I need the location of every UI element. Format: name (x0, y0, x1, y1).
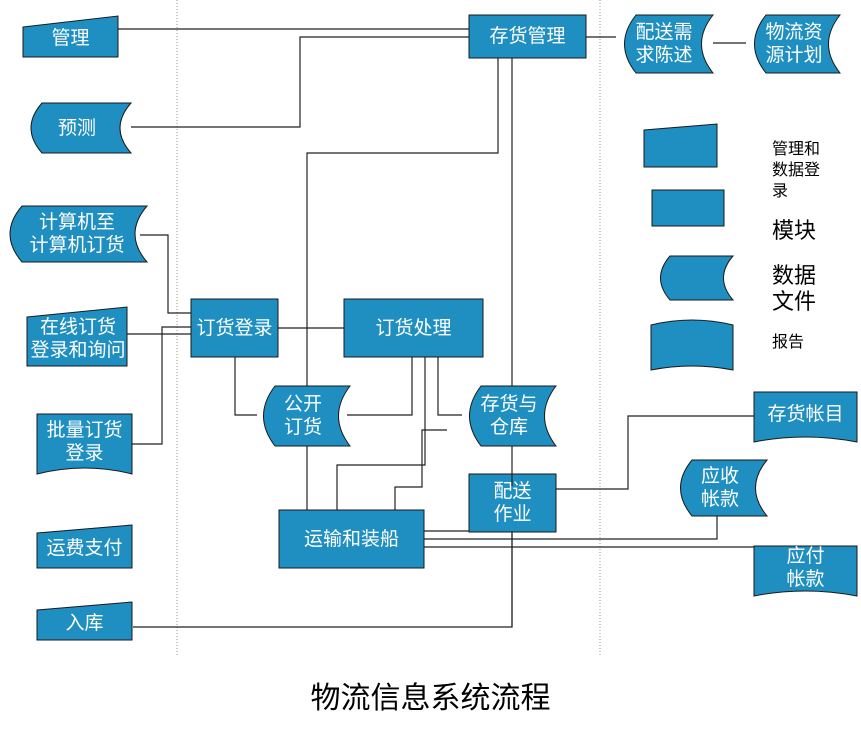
label-cunhuo-guanli: 存货管理 (489, 25, 566, 47)
label-yingfu: 应付 帐款 (786, 545, 825, 590)
shape-gongkai[interactable] (263, 385, 352, 447)
legend-label-module: 模块 (772, 219, 817, 244)
shape-legend-manual (643, 123, 718, 168)
connector-cangku-yunshu (394, 429, 447, 510)
label-yuce: 预测 (57, 116, 96, 139)
label-cunhuo-cangku: 存货与 仓库 (480, 393, 538, 438)
shape-dinghuo-denglu[interactable] (190, 298, 279, 358)
connector-yuce-cunhuo (131, 36, 469, 128)
shape-guanli[interactable] (22, 15, 119, 58)
label-wuliu-ziyuan: 物流资 源计划 (765, 21, 823, 66)
legend-label-datafile: 数据 文件 (772, 264, 817, 315)
shape-yunshu[interactable] (278, 509, 425, 569)
connector-piliang-dinghuo (132, 326, 191, 445)
shapes (9, 14, 858, 641)
legend-label-manual: 管理和 数据登 录 (772, 139, 821, 200)
label-ruku: 入库 (65, 611, 104, 634)
shape-legend-module (651, 189, 725, 227)
label-cunhuo-zhangmu: 存货帐目 (767, 402, 844, 425)
label-peisong-zuoye: 配送 作业 (493, 480, 532, 525)
label-piliang: 批量订货 登录 (46, 419, 123, 464)
shape-wuliu-ziyuan[interactable] (754, 14, 842, 74)
shape-zaixian[interactable] (26, 306, 128, 367)
shape-cunhuo-guanli[interactable] (468, 14, 587, 59)
shape-legend-report (650, 319, 734, 371)
shape-legend-datafile (660, 255, 735, 301)
label-guanli: 管理 (51, 27, 90, 49)
shape-jisuanji[interactable] (9, 205, 149, 263)
connector-cunhuo-down-left (306, 58, 499, 510)
label-yunfei: 运费支付 (46, 537, 123, 559)
connector-peisong-zhangmu (556, 415, 754, 490)
connector-yunshu-yingshou (424, 515, 718, 540)
label-jisuanji: 计算机至 计算机订货 (29, 211, 125, 256)
connector-denglu-gongkai (234, 357, 257, 416)
label-dinghuo-chuli: 订货处理 (375, 316, 452, 339)
shape-peisong-xuqiu[interactable] (624, 14, 715, 74)
shape-dinghuo-chuli[interactable] (343, 298, 484, 358)
legend-label-report: 报告 (772, 332, 805, 351)
shape-cunhuo-cangku[interactable] (469, 385, 558, 447)
shape-piliang[interactable] (36, 413, 133, 475)
connector-chuli-yunshu (336, 357, 426, 510)
label-yunshu: 运输和装船 (303, 527, 399, 550)
diagram-title: 物流信息系统流程 (310, 681, 551, 716)
connector-chuli-cangku (437, 357, 462, 416)
label-dinghuo-denglu: 订货登录 (196, 316, 273, 339)
label-gongkai: 公开 订货 (283, 393, 322, 438)
shape-yingfu[interactable] (753, 545, 858, 597)
shape-yuce[interactable] (30, 102, 133, 154)
connector-chuli-gongkai (347, 357, 413, 416)
shape-ruku[interactable] (36, 601, 133, 641)
shape-yingshou[interactable] (680, 459, 769, 517)
connector-jisuanji-dinghuo (140, 234, 191, 314)
shape-yunfei[interactable] (36, 524, 133, 569)
label-zaixian: 在线订货 登录和询问 (30, 316, 126, 361)
label-yingshou: 应收 帐款 (700, 465, 739, 510)
shape-cunhuo-zhangmu[interactable] (753, 391, 858, 443)
label-peisong-xuqiu: 配送需 求陈述 (635, 21, 693, 66)
